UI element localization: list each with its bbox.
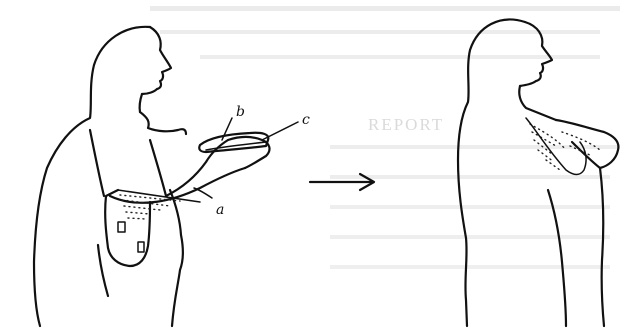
right-figure-back — [458, 20, 525, 326]
label-c-leader — [262, 122, 298, 140]
right-figure-arm — [556, 120, 618, 168]
label-a: a — [216, 202, 224, 218]
left-figure-throat — [140, 94, 142, 112]
sling-tag-left — [118, 222, 125, 232]
left-figure-upper-arm-inner — [150, 140, 166, 196]
label-c: c — [302, 112, 310, 128]
label-b: b — [236, 104, 245, 120]
right-figure-chest — [519, 86, 556, 120]
left-figure-face — [142, 27, 171, 94]
left-figure-chest — [140, 112, 186, 134]
left-figure-head-back — [34, 27, 150, 326]
left-figure: b c a — [34, 27, 310, 326]
left-figure-belly — [170, 190, 183, 326]
left-figure-forearm-lower — [110, 168, 245, 203]
left-figure-back-lower — [98, 245, 108, 296]
right-figure-front — [548, 190, 566, 326]
bleed-through-heading: REPORT — [368, 115, 444, 134]
right-figure-side — [600, 168, 604, 326]
left-figure-upper-arm-outer — [90, 130, 104, 196]
sling-tag-right — [138, 242, 144, 252]
label-b-leader — [222, 118, 232, 140]
right-figure — [458, 20, 618, 326]
label-a-leader — [194, 188, 212, 198]
